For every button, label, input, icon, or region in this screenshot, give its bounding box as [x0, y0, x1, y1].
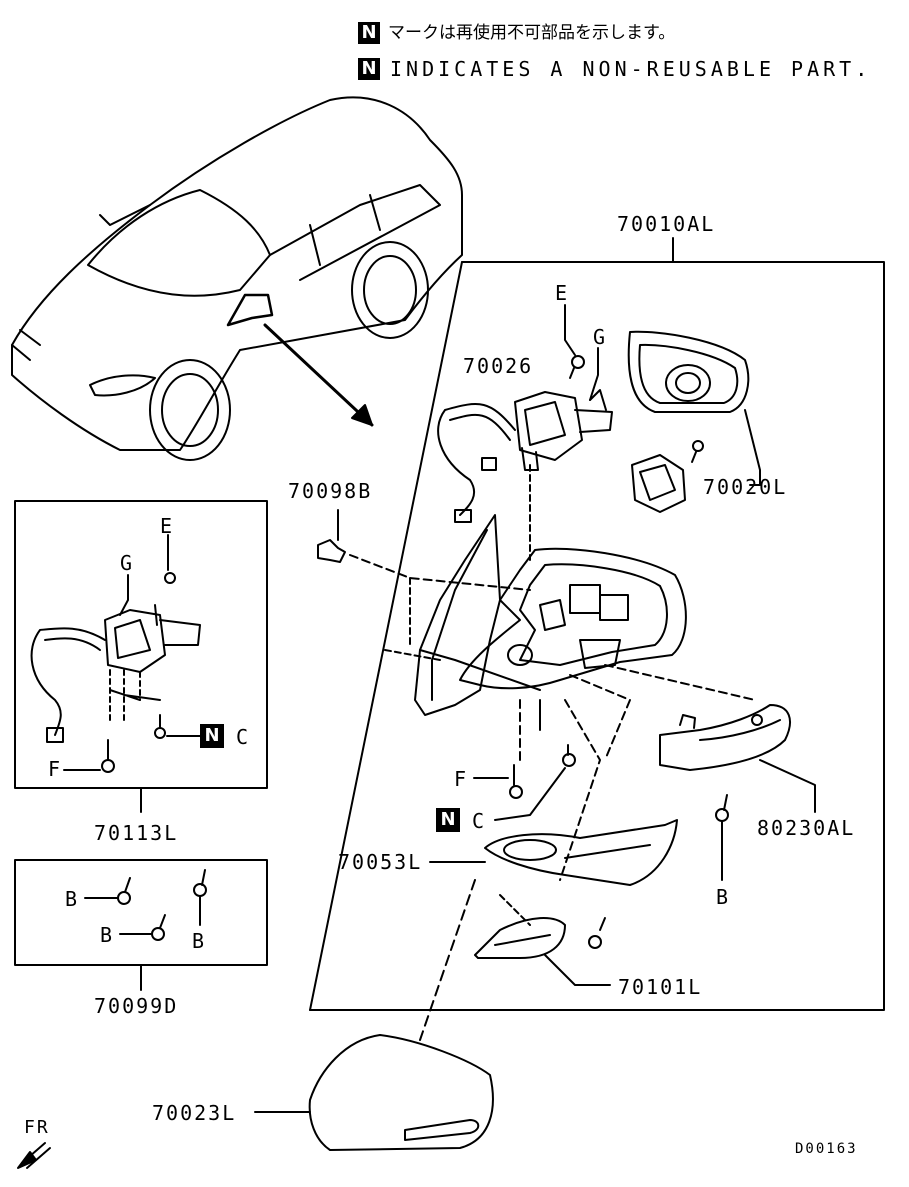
fastener-c-label: C — [472, 809, 487, 833]
fastener-g-label: G — [120, 551, 135, 575]
fastener-b-label: B — [716, 885, 731, 909]
fastener-f-label: F — [48, 757, 63, 781]
label-harness-kit: 70113L — [94, 821, 179, 845]
fastener-c-label: C — [236, 725, 251, 749]
lamp-cover-70101L — [474, 917, 611, 986]
label-screw-kit: 70099D — [94, 994, 179, 1018]
label-turn-lamp: 80230AL — [757, 816, 856, 840]
fastener-b-label: B — [65, 887, 80, 911]
turn-lamp-80230AL — [659, 704, 816, 881]
harness-kit-art — [30, 534, 201, 773]
fr-arrow — [17, 1142, 51, 1169]
grommet-70098B — [317, 509, 346, 563]
label-lower-cover: 70053L — [338, 850, 423, 874]
screw-f-housing — [509, 764, 523, 799]
label-skull-cap: 70023L — [152, 1101, 237, 1125]
screw-c-housing — [494, 744, 576, 821]
note-japanese: マークは再使用不可部品を示します。 — [388, 23, 676, 43]
non-reusable-badge: N — [358, 58, 380, 80]
mirror-motor — [631, 440, 704, 513]
fastener-e-label: E — [160, 514, 175, 538]
non-reusable-badge: N — [200, 724, 224, 748]
label-lamp-cover: 70101L — [618, 975, 703, 999]
non-reusable-badge: N — [436, 808, 460, 832]
diagram-code: D00163 — [795, 1141, 858, 1157]
label-actuator: 70026 — [463, 354, 534, 378]
orientation-label: FR — [24, 1117, 50, 1138]
mirror-glass-70020L — [627, 330, 761, 486]
fastener-g-label: G — [593, 325, 608, 349]
screw-e-top — [564, 304, 585, 379]
skull-cap-70023L — [254, 1034, 494, 1151]
actuator-70026 — [437, 389, 613, 561]
fastener-f-label: F — [454, 767, 469, 791]
label-mirror-glass: 70020L — [703, 475, 788, 499]
fastener-b-label: B — [100, 923, 115, 947]
vehicle-outline — [11, 96, 463, 461]
note-english: INDICATES A NON-REUSABLE PART. — [390, 57, 872, 81]
mirror-housing — [414, 514, 687, 716]
lower-cover-70053L — [429, 819, 678, 886]
non-reusable-badge: N — [358, 22, 380, 44]
fastener-b-label: B — [192, 929, 207, 953]
fastener-e-label: E — [555, 281, 570, 305]
label-grommet: 70098B — [288, 479, 373, 503]
screw-kit-art — [84, 869, 207, 941]
label-assembly: 70010AL — [617, 212, 716, 236]
